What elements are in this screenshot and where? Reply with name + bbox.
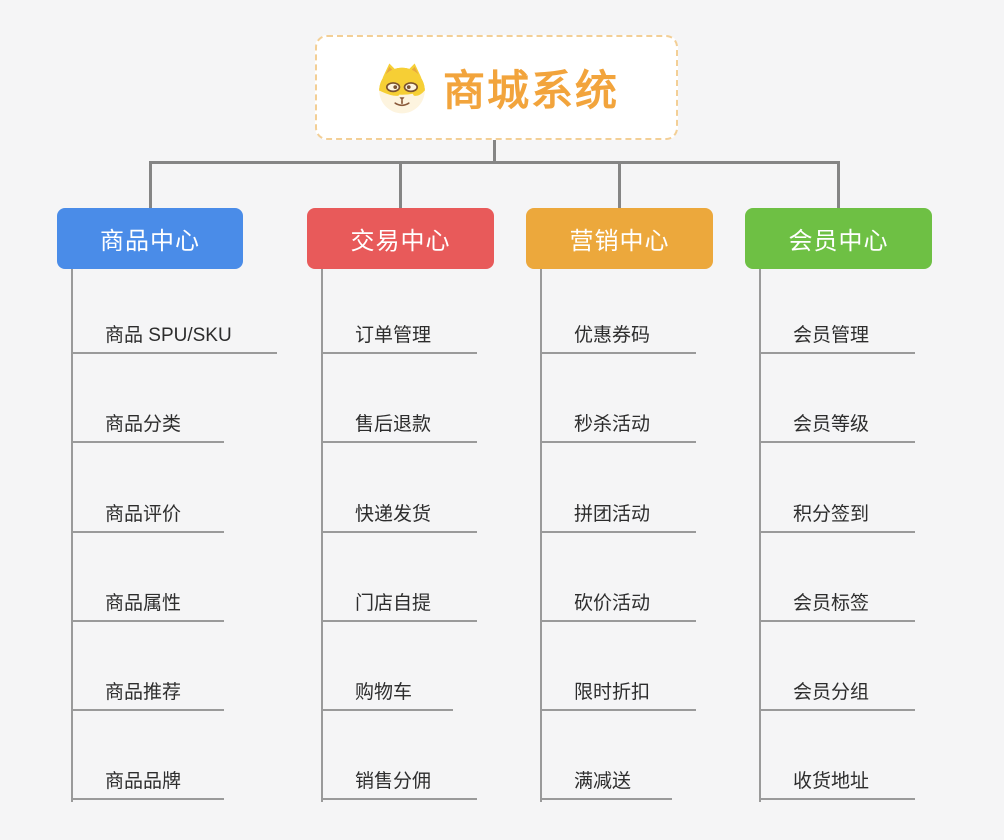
leaf-node[interactable]: 商品推荐	[72, 671, 224, 711]
leaf-node[interactable]: 拼团活动	[541, 493, 696, 533]
branch-node-trade[interactable]: 交易中心	[307, 208, 494, 269]
leaf-node[interactable]: 优惠券码	[541, 314, 696, 354]
connector-drop-branch-4	[837, 161, 840, 209]
leaf-node[interactable]: 满减送	[541, 760, 672, 800]
connector-drop-branch-1	[149, 161, 152, 209]
leaf-node[interactable]: 积分签到	[760, 493, 915, 533]
leaf-node[interactable]: 门店自提	[322, 582, 477, 622]
connector-root-drop	[493, 140, 496, 163]
connector-drop-branch-2	[399, 161, 402, 209]
branch-node-product[interactable]: 商品中心	[57, 208, 243, 269]
leaf-node[interactable]: 会员标签	[760, 582, 915, 622]
leaf-node[interactable]: 商品分类	[72, 403, 224, 443]
leaf-node[interactable]: 会员等级	[760, 403, 915, 443]
branch-node-marketing[interactable]: 营销中心	[526, 208, 713, 269]
branch-node-member[interactable]: 会员中心	[745, 208, 932, 269]
connector-drop-branch-3	[618, 161, 621, 209]
leaf-node[interactable]: 限时折扣	[541, 671, 696, 711]
connector-spine-product	[71, 269, 73, 802]
leaf-node[interactable]: 会员管理	[760, 314, 915, 354]
root-node[interactable]: 商城系统	[315, 35, 678, 140]
leaf-node[interactable]: 会员分组	[760, 671, 915, 711]
leaf-node[interactable]: 快递发货	[322, 493, 477, 533]
leaf-node[interactable]: 商品品牌	[72, 760, 224, 800]
leaf-node[interactable]: 销售分佣	[322, 760, 477, 800]
leaf-node[interactable]: 商品 SPU/SKU	[72, 314, 277, 354]
connector-spine-trade	[321, 269, 323, 802]
leaf-node[interactable]: 商品评价	[72, 493, 224, 533]
leaf-node[interactable]: 收货地址	[760, 760, 915, 800]
leaf-node[interactable]: 秒杀活动	[541, 403, 696, 443]
connector-spine-member	[759, 269, 761, 802]
connector-horizontal	[149, 161, 840, 164]
leaf-node[interactable]: 售后退款	[322, 403, 477, 443]
shiba-dog-icon	[379, 63, 425, 113]
leaf-node[interactable]: 商品属性	[72, 582, 224, 622]
leaf-node[interactable]: 订单管理	[322, 314, 477, 354]
leaf-node[interactable]: 砍价活动	[541, 582, 696, 622]
leaf-node[interactable]: 购物车	[322, 671, 453, 711]
connector-spine-marketing	[540, 269, 542, 802]
root-title: 商城系统	[442, 67, 619, 114]
